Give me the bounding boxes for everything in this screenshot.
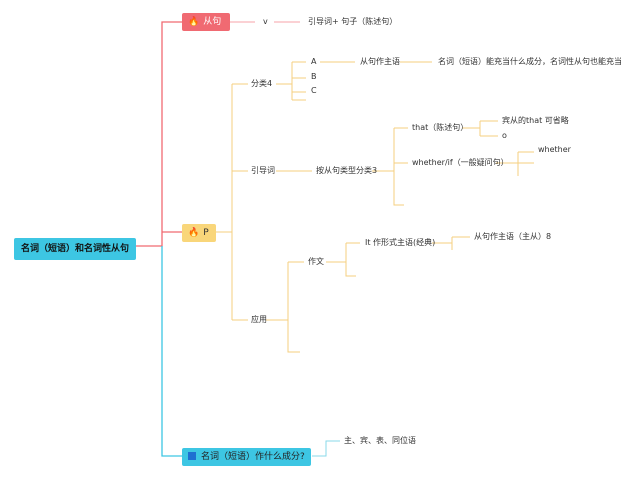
connector-root-clause xyxy=(130,21,182,247)
connector-writing-spine xyxy=(326,243,356,277)
node-noun-role[interactable]: 名词（短语）能充当什么成分，名词性从句也能充当 xyxy=(438,57,622,66)
node-whether-if[interactable]: whether/if（一般疑问句） xyxy=(412,158,509,167)
node-writing[interactable]: 作文 xyxy=(308,257,324,266)
node-v[interactable]: v xyxy=(263,17,268,26)
node-that[interactable]: that（陈述句） xyxy=(412,123,469,132)
fire-icon: 🔥 xyxy=(188,17,200,27)
branch-clause-label: 从句 xyxy=(203,17,222,27)
branch-question[interactable]: 名词（短语）作什么成分? xyxy=(182,448,311,466)
branch-question-label: 名词（短语）作什么成分? xyxy=(201,452,305,462)
node-cat-c[interactable]: C xyxy=(311,86,317,95)
node-whether[interactable]: whether xyxy=(538,145,571,154)
node-by-type[interactable]: 按从句类型分类3 xyxy=(316,166,378,175)
fire-icon: 🔥 xyxy=(188,228,200,238)
node-that-omit[interactable]: 宾从的that 可省略 xyxy=(502,116,569,125)
node-intro-word[interactable]: 引导词 xyxy=(251,166,275,175)
node-clause-subject[interactable]: 从句作主语（主从）8 xyxy=(474,232,552,241)
node-application[interactable]: 应用 xyxy=(251,315,267,324)
branch-clause[interactable]: 🔥从句 xyxy=(182,13,230,31)
node-o[interactable]: o xyxy=(502,131,507,140)
node-roles[interactable]: 主、宾、表、同位语 xyxy=(344,436,416,445)
node-it-formal[interactable]: It 作形式主语(经典) xyxy=(365,238,436,247)
connector-it-spine xyxy=(432,237,453,250)
connector-cat-spine xyxy=(276,62,293,100)
root-topic[interactable]: 名词（短语）和名词性从句 xyxy=(14,238,137,260)
blue-square-icon xyxy=(188,452,196,460)
node-subject-clause[interactable]: 从句作主语 xyxy=(360,57,400,66)
node-cat-b[interactable]: B xyxy=(311,72,317,81)
connector-question-roles xyxy=(312,440,340,457)
connector-whetherif-spine xyxy=(496,152,519,176)
branch-p[interactable]: 🔥P xyxy=(182,224,216,242)
connector-bytype-spine xyxy=(372,128,404,206)
connector-p-spine xyxy=(216,84,233,320)
connector-that-spine xyxy=(462,121,481,136)
branch-p-label: P xyxy=(203,228,209,238)
node-intro-sentence[interactable]: 引导词+ 句子（陈述句） xyxy=(308,17,398,26)
connector-root-question xyxy=(161,246,182,457)
node-categories[interactable]: 分类4 xyxy=(251,79,273,88)
connector-app-spine xyxy=(266,262,300,353)
node-cat-a[interactable]: A xyxy=(311,57,317,66)
